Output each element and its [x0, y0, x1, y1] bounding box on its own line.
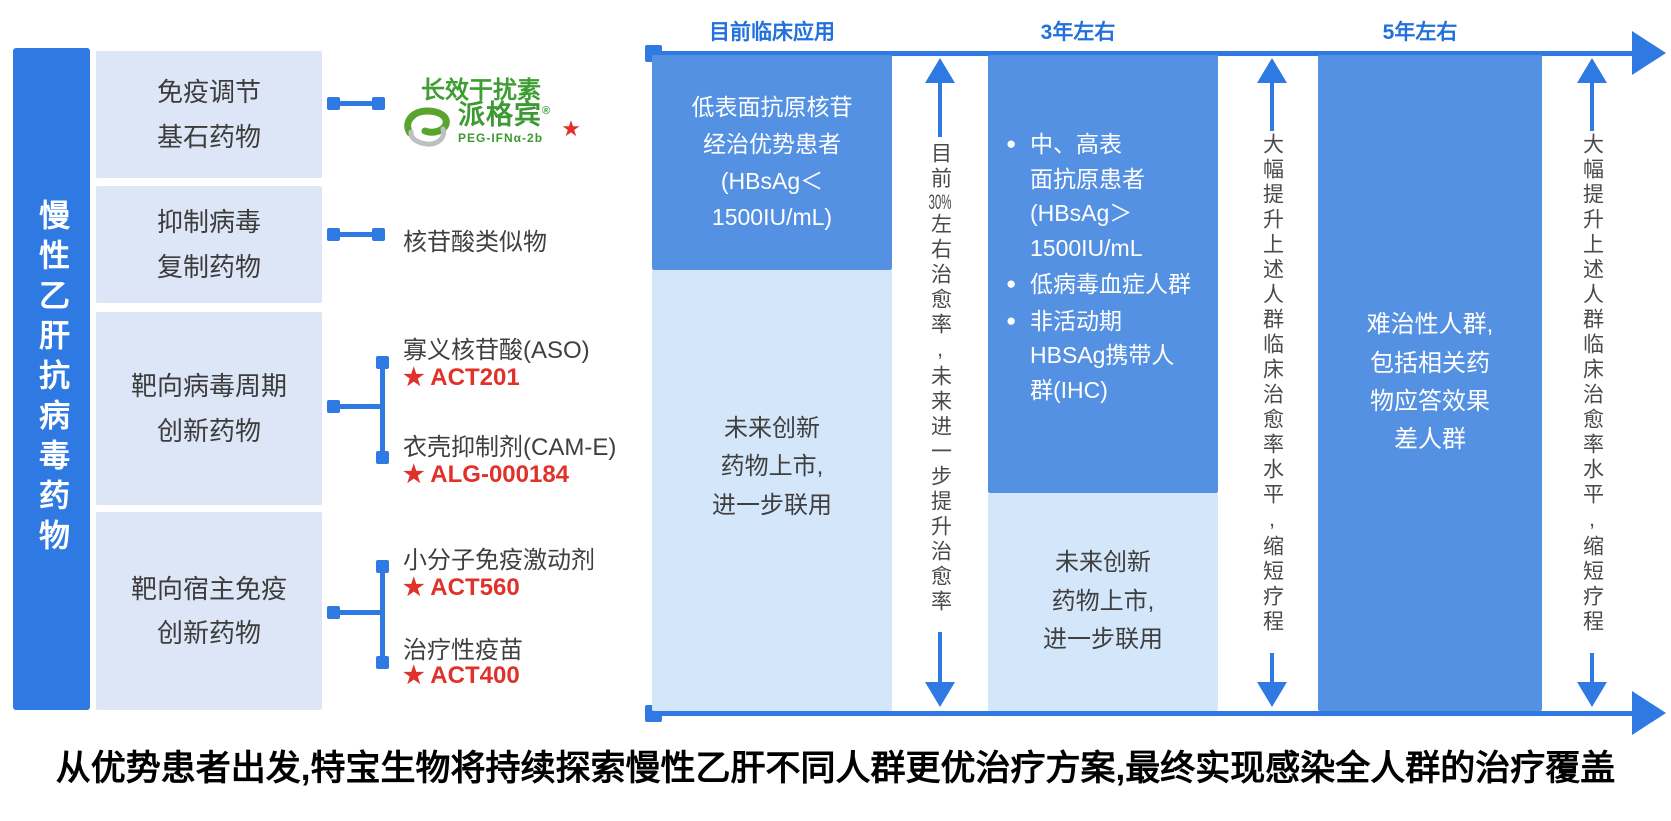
connector-node: [376, 656, 389, 669]
connector-node: [327, 228, 340, 241]
up-arrowhead-icon: [1577, 58, 1607, 83]
stage3-patient-text: 难治性人群, 包括相关药 物应答效果 差人群: [1366, 311, 1494, 454]
stage2-arrow-note-text: 大幅提升上述人群临床治愈率水平,缩短疗程: [1260, 133, 1284, 635]
star-icon: ★: [561, 116, 581, 141]
down-arrowhead-icon: [925, 682, 955, 707]
arrow-line: [938, 632, 942, 684]
stage3-arrow-note-text: 大幅提升上述人群临床治愈率水平,缩短疗程: [1580, 133, 1604, 635]
category-box-host-immunity: 靶向宿主免疫 创新药物: [96, 512, 322, 710]
brand-subtitle: PEG-IFNα-2b: [458, 131, 544, 145]
arrow-line: [1270, 81, 1274, 131]
arrow-line: [1590, 81, 1594, 131]
bullet-icon: ●: [1006, 310, 1017, 330]
connector-line: [334, 610, 384, 615]
drug-agonist-code: ★ ACT560: [403, 574, 520, 601]
connector-node: [376, 356, 389, 369]
peg-ifn-logo: 派格宾® PEG-IFNα-2b ★: [400, 102, 581, 150]
connector-node: [327, 606, 340, 619]
list-item: ● 非活动期 HBSAg携带人 群(IHC): [1006, 304, 1204, 408]
peg-ifn-logo-icon: [404, 107, 450, 147]
drug-interferon-name: 长效干扰素: [421, 77, 541, 104]
connector-line: [334, 404, 384, 409]
sidebar-title: 慢性乙肝抗病毒药物: [34, 199, 69, 559]
drug-cam-name: 衣壳抑制剂(CAM-E): [403, 434, 617, 461]
phase-label-5yr: 5年左右: [1382, 21, 1458, 44]
drug-nucleotide-name: 核苷酸类似物: [403, 229, 547, 256]
connector-line: [334, 232, 378, 237]
arrow-line: [938, 81, 942, 137]
connector-node: [376, 451, 389, 464]
down-arrowhead-icon: [1577, 682, 1607, 707]
stage2-future-text: 未来创新 药物上市, 进一步联用: [1043, 549, 1163, 654]
list-item: ● 低病毒血症人群: [1006, 267, 1204, 302]
connector-node: [372, 97, 385, 110]
category-box-viral-cycle: 靶向病毒周期 创新药物: [96, 312, 322, 505]
connector-node: [327, 97, 340, 110]
up-arrowhead-icon: [925, 58, 955, 83]
connector-node: [327, 400, 340, 413]
drug-aso-code: ★ ACT201: [403, 364, 520, 391]
category-label: 靶向病毒周期 创新药物: [130, 371, 287, 446]
registered-mark: ®: [542, 105, 552, 117]
bottom-caption: 从优势患者出发,特宝生物将持续探索慢性乙肝不同人群更优治疗方案,最终实现感染全人…: [55, 749, 1616, 788]
up-arrowhead-icon: [1257, 58, 1287, 83]
stage2-patient-box: ● 中、高表 面抗原患者 (HBsAg＞ 1500IU/mL ● 低病毒血症人群…: [988, 55, 1218, 493]
bullet-icon: ●: [1006, 134, 1017, 153]
bullet-icon: ●: [1006, 274, 1017, 293]
category-label: 抑制病毒 复制药物: [156, 207, 261, 282]
connector-node: [376, 560, 389, 573]
arrow-line: [1270, 653, 1274, 683]
bullet-text: 非活动期 HBSAg携带人 群(IHC): [1030, 307, 1175, 403]
drug-aso-name: 寡义核苷酸(ASO): [403, 337, 590, 364]
connector-line: [380, 362, 385, 458]
stage2-future-box: 未来创新 药物上市, 进一步联用: [988, 493, 1218, 711]
stage3-arrow-note: 大幅提升上述人群临床治愈率水平,缩短疗程: [1555, 133, 1629, 653]
connector-line: [334, 101, 378, 106]
category-label: 靶向宿主免疫 创新药物: [130, 573, 287, 648]
category-label: 免疫调节 基石药物: [156, 77, 261, 152]
drug-cam-code: ★ ALG-000184: [403, 461, 570, 488]
stage2-bullet-list: ● 中、高表 面抗原患者 (HBsAg＞ 1500IU/mL ● 低病毒血症人群…: [988, 55, 1218, 407]
stage1-future-text: 未来创新 药物上市, 进一步联用: [712, 415, 832, 519]
timeline-axis-top: [652, 51, 1634, 56]
timeline-axis-bottom: [652, 711, 1634, 716]
stage1-future-box: 未来创新 药物上市, 进一步联用: [652, 270, 892, 711]
drug-vaccine-code: ★ ACT400: [403, 662, 520, 689]
phase-label-current: 目前临床应用: [709, 21, 835, 44]
stage1-arrow-note: 目前30%左右治愈率,未来进一步提升治愈率: [903, 142, 977, 628]
timeline-arrowhead-icon: [1632, 31, 1666, 75]
phase-label-3yr: 3年左右: [1040, 21, 1116, 44]
stage2-arrow-note: 大幅提升上述人群临床治愈率水平,缩短疗程: [1235, 133, 1309, 653]
stage1-arrow-note-text: 目前30%左右治愈率,未来进一步提升治愈率: [928, 142, 952, 615]
stage1-patient-text: 低表面抗原核苷 经治优势患者 (HBsAg＜ 1500IU/mL): [691, 93, 853, 231]
brand-name: 派格宾®: [458, 100, 552, 130]
category-box-viral-suppression: 抑制病毒 复制药物: [96, 186, 322, 303]
category-sidebar: 慢性乙肝抗病毒药物: [13, 48, 90, 710]
bullet-text: 中、高表 面抗原患者 (HBsAg＞ 1500IU/mL: [1030, 131, 1145, 261]
bullet-text: 低病毒血症人群: [1030, 271, 1191, 297]
connector-line: [380, 566, 385, 662]
stage1-patient-box: 低表面抗原核苷 经治优势患者 (HBsAg＜ 1500IU/mL): [652, 55, 892, 270]
category-box-immune-cornerstone: 免疫调节 基石药物: [96, 51, 322, 178]
arrow-line: [1590, 653, 1594, 683]
peg-ifn-logo-text: 派格宾® PEG-IFNα-2b: [458, 100, 552, 145]
timeline-arrowhead-icon: [1632, 691, 1666, 735]
drug-vaccine-name: 治疗性疫苗: [403, 637, 523, 664]
list-item: ● 中、高表 面抗原患者 (HBsAg＞ 1500IU/mL: [1006, 127, 1204, 265]
connector-node: [372, 228, 385, 241]
stage3-patient-box: 难治性人群, 包括相关药 物应答效果 差人群: [1318, 55, 1542, 711]
drug-agonist-name: 小分子免疫激动剂: [403, 547, 595, 574]
down-arrowhead-icon: [1257, 682, 1287, 707]
